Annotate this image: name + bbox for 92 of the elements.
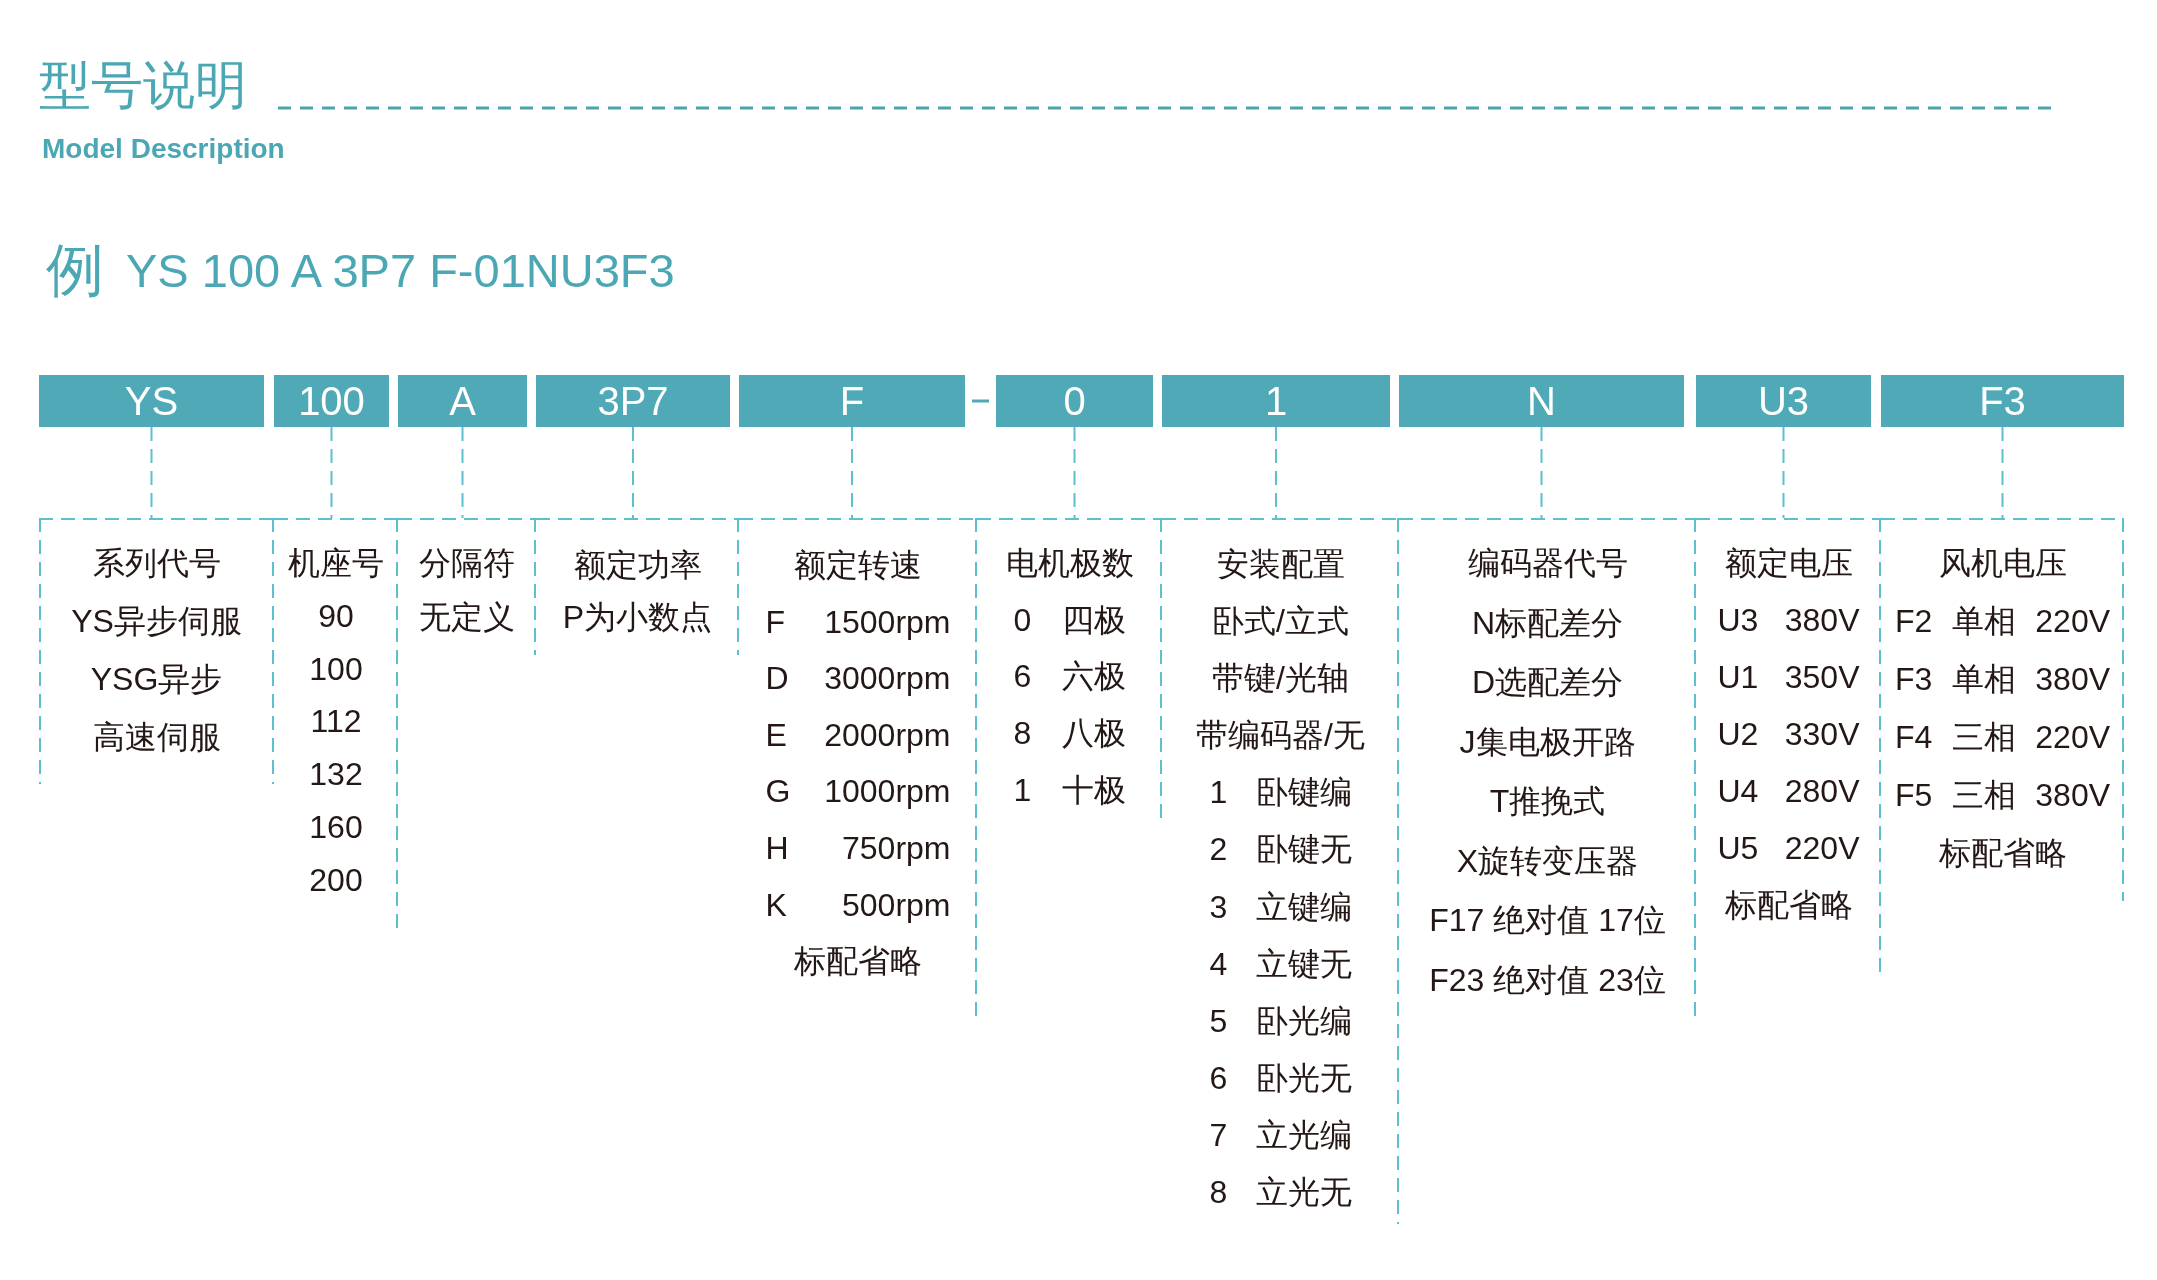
option-text: 标配省略 bbox=[1938, 834, 2067, 872]
column-heading: 系列代号 bbox=[92, 544, 221, 582]
option-text: 6 六极 bbox=[1013, 657, 1126, 696]
example-label: 例 bbox=[46, 241, 104, 299]
option-text: 无定义 bbox=[419, 598, 515, 636]
description-column bbox=[39, 518, 274, 784]
option-text: 标配省略 bbox=[794, 942, 922, 981]
code-segment-bar: 3P7 bbox=[536, 375, 730, 427]
option-text: U4 280V bbox=[1717, 772, 1860, 810]
option-text: 132 bbox=[309, 755, 363, 794]
code-segment-bar: 100 bbox=[274, 375, 389, 427]
option-text: F23 绝对值 23位 bbox=[1429, 960, 1666, 999]
option-text: F 1500rpm bbox=[765, 602, 951, 641]
option-text: J集电极开路 bbox=[1459, 722, 1636, 761]
option-text: 100 bbox=[309, 649, 363, 688]
option-text: 1 卧键编 bbox=[1209, 773, 1352, 812]
option-text: 6 卧光无 bbox=[1209, 1058, 1352, 1097]
option-text: H 750rpm bbox=[765, 828, 951, 867]
code-segment-bar: U3 bbox=[1696, 375, 1871, 427]
dashed-connector bbox=[1540, 426, 1543, 519]
dashed-connector bbox=[2001, 426, 2004, 519]
column-heading: 安装配置 bbox=[1216, 545, 1345, 583]
option-text: 1 十极 bbox=[1013, 770, 1126, 809]
option-text: 卧式/立式 bbox=[1212, 602, 1349, 641]
option-text: P为小数点 bbox=[562, 598, 713, 636]
dashed-connector bbox=[150, 426, 153, 519]
code-segment-bar: F3 bbox=[1881, 375, 2124, 427]
column-heading: 额定电压 bbox=[1724, 544, 1853, 582]
option-text: N标配差分 bbox=[1471, 603, 1624, 642]
option-text: 160 bbox=[309, 808, 363, 846]
section-subtitle: Model Description bbox=[42, 135, 285, 163]
option-text: D 3000rpm bbox=[765, 659, 951, 698]
description-column bbox=[1881, 518, 2124, 901]
dashed-connector bbox=[461, 426, 464, 519]
option-text: 4 立键无 bbox=[1209, 944, 1352, 983]
option-text: 90 bbox=[318, 596, 354, 635]
option-text: F17 绝对值 17位 bbox=[1429, 901, 1666, 939]
description-column bbox=[398, 518, 536, 655]
code-segment-bar: N bbox=[1399, 375, 1684, 427]
column-heading: 风机电压 bbox=[1938, 544, 2067, 582]
option-text: F4 三相 220V bbox=[1895, 718, 2110, 756]
description-column bbox=[536, 518, 739, 655]
dashed-connector bbox=[330, 426, 333, 519]
option-text: 8 八极 bbox=[1013, 714, 1126, 753]
option-text: U1 350V bbox=[1717, 658, 1860, 696]
column-heading: 编码器代号 bbox=[1467, 544, 1628, 582]
option-text: 3 立键编 bbox=[1209, 887, 1352, 926]
option-text: 带编码器/无 bbox=[1196, 716, 1365, 755]
option-text: U3 380V bbox=[1717, 601, 1860, 639]
option-text: F2 单相 220V bbox=[1895, 602, 2110, 640]
option-text: 200 bbox=[309, 860, 363, 899]
description-column bbox=[1399, 518, 1696, 1018]
code-segment-bar: 0 bbox=[996, 375, 1153, 427]
dashed-connector bbox=[851, 426, 853, 519]
option-text: 5 卧光编 bbox=[1209, 1001, 1352, 1040]
option-text: 2 卧键无 bbox=[1209, 830, 1352, 869]
option-text: 112 bbox=[310, 702, 362, 741]
column-heading: 分隔符 bbox=[419, 544, 515, 582]
option-text: 0 四极 bbox=[1013, 600, 1126, 639]
option-text: U5 220V bbox=[1717, 829, 1860, 867]
option-text: 8 立光无 bbox=[1209, 1173, 1352, 1212]
code-segment-bar: 1 bbox=[1162, 375, 1390, 427]
option-text: T推挽式 bbox=[1489, 782, 1606, 820]
option-text: 标配省略 bbox=[1724, 886, 1853, 924]
option-text: X旋转变压器 bbox=[1456, 841, 1639, 880]
description-column bbox=[1162, 518, 1399, 1224]
option-text: U2 330V bbox=[1717, 715, 1860, 753]
option-text: 带键/光轴 bbox=[1212, 659, 1349, 698]
column-heading: 机座号 bbox=[288, 544, 384, 582]
dashed-connector bbox=[632, 426, 634, 519]
option-text: F5 三相 380V bbox=[1895, 776, 2110, 814]
column-heading: 额定转速 bbox=[794, 546, 922, 584]
code-segment-bar: A bbox=[398, 375, 527, 427]
column-heading: 额定功率 bbox=[573, 546, 702, 584]
description-column bbox=[739, 518, 977, 1018]
column-heading: 电机极数 bbox=[1005, 544, 1134, 582]
option-text: YS异步伺服 bbox=[71, 602, 242, 640]
option-text: F3 单相 380V bbox=[1895, 660, 2110, 698]
example-model-code: YS 100 A 3P7 F-01NU3F3 bbox=[126, 247, 675, 294]
option-text: K 500rpm bbox=[765, 885, 951, 924]
option-text: YSG异步 bbox=[90, 660, 223, 698]
dashed-connector bbox=[1073, 426, 1076, 519]
option-text: 高速伺服 bbox=[92, 718, 221, 756]
dashed-connector bbox=[1275, 426, 1277, 519]
option-text: E 2000rpm bbox=[765, 715, 951, 754]
option-text: G 1000rpm bbox=[765, 772, 951, 811]
dashed-connector bbox=[1782, 426, 1785, 519]
option-text: 7 立光编 bbox=[1209, 1115, 1352, 1154]
code-segment-bar: F bbox=[739, 375, 965, 427]
section-title: 型号说明 bbox=[39, 59, 247, 111]
code-segment-bar: YS bbox=[39, 375, 264, 427]
option-text: D选配差分 bbox=[1471, 663, 1624, 701]
